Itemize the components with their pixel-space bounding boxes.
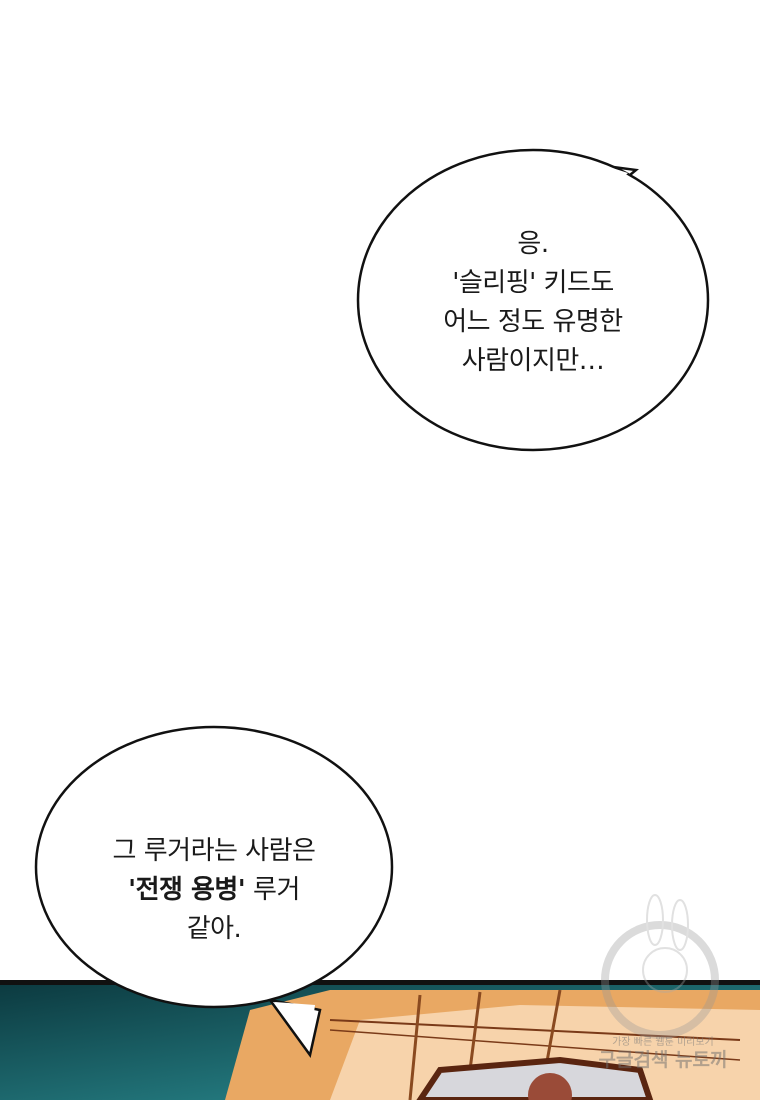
speech-line: 그 루거라는 사람은	[112, 836, 316, 866]
emphasis-text: '전쟁 용병'	[128, 875, 246, 905]
watermark: 가장 빠른 웹툰 미리보기 구글검색 뉴토끼	[588, 1037, 738, 1071]
speech-line: '슬리핑' 키드도	[452, 268, 614, 298]
watermark-line: 구글검색 뉴토끼	[598, 1049, 728, 1071]
speech-line: '전쟁 용병' 루거	[64, 871, 364, 910]
speech-bubble-top	[356, 148, 710, 452]
lower-panel	[0, 980, 760, 1100]
watermark-logo	[601, 894, 719, 1039]
speech-line: 같아.	[186, 914, 242, 944]
speech-line: 사람이지만…	[461, 346, 605, 376]
speech-fragment: 루거	[245, 875, 300, 905]
speech-bubble-bottom	[34, 725, 394, 1058]
speech-line: 응.	[517, 229, 549, 259]
speech-line: 어느 정도 유명한	[443, 307, 623, 337]
speech-text-top: 응. '슬리핑' 키드도 어느 정도 유명한 사람이지만…	[383, 225, 683, 381]
speech-text-bottom: 그 루거라는 사람은 '전쟁 용병' 루거 같아.	[64, 832, 364, 949]
watermark-line: 가장 빠른 웹툰 미리보기	[612, 1037, 714, 1048]
